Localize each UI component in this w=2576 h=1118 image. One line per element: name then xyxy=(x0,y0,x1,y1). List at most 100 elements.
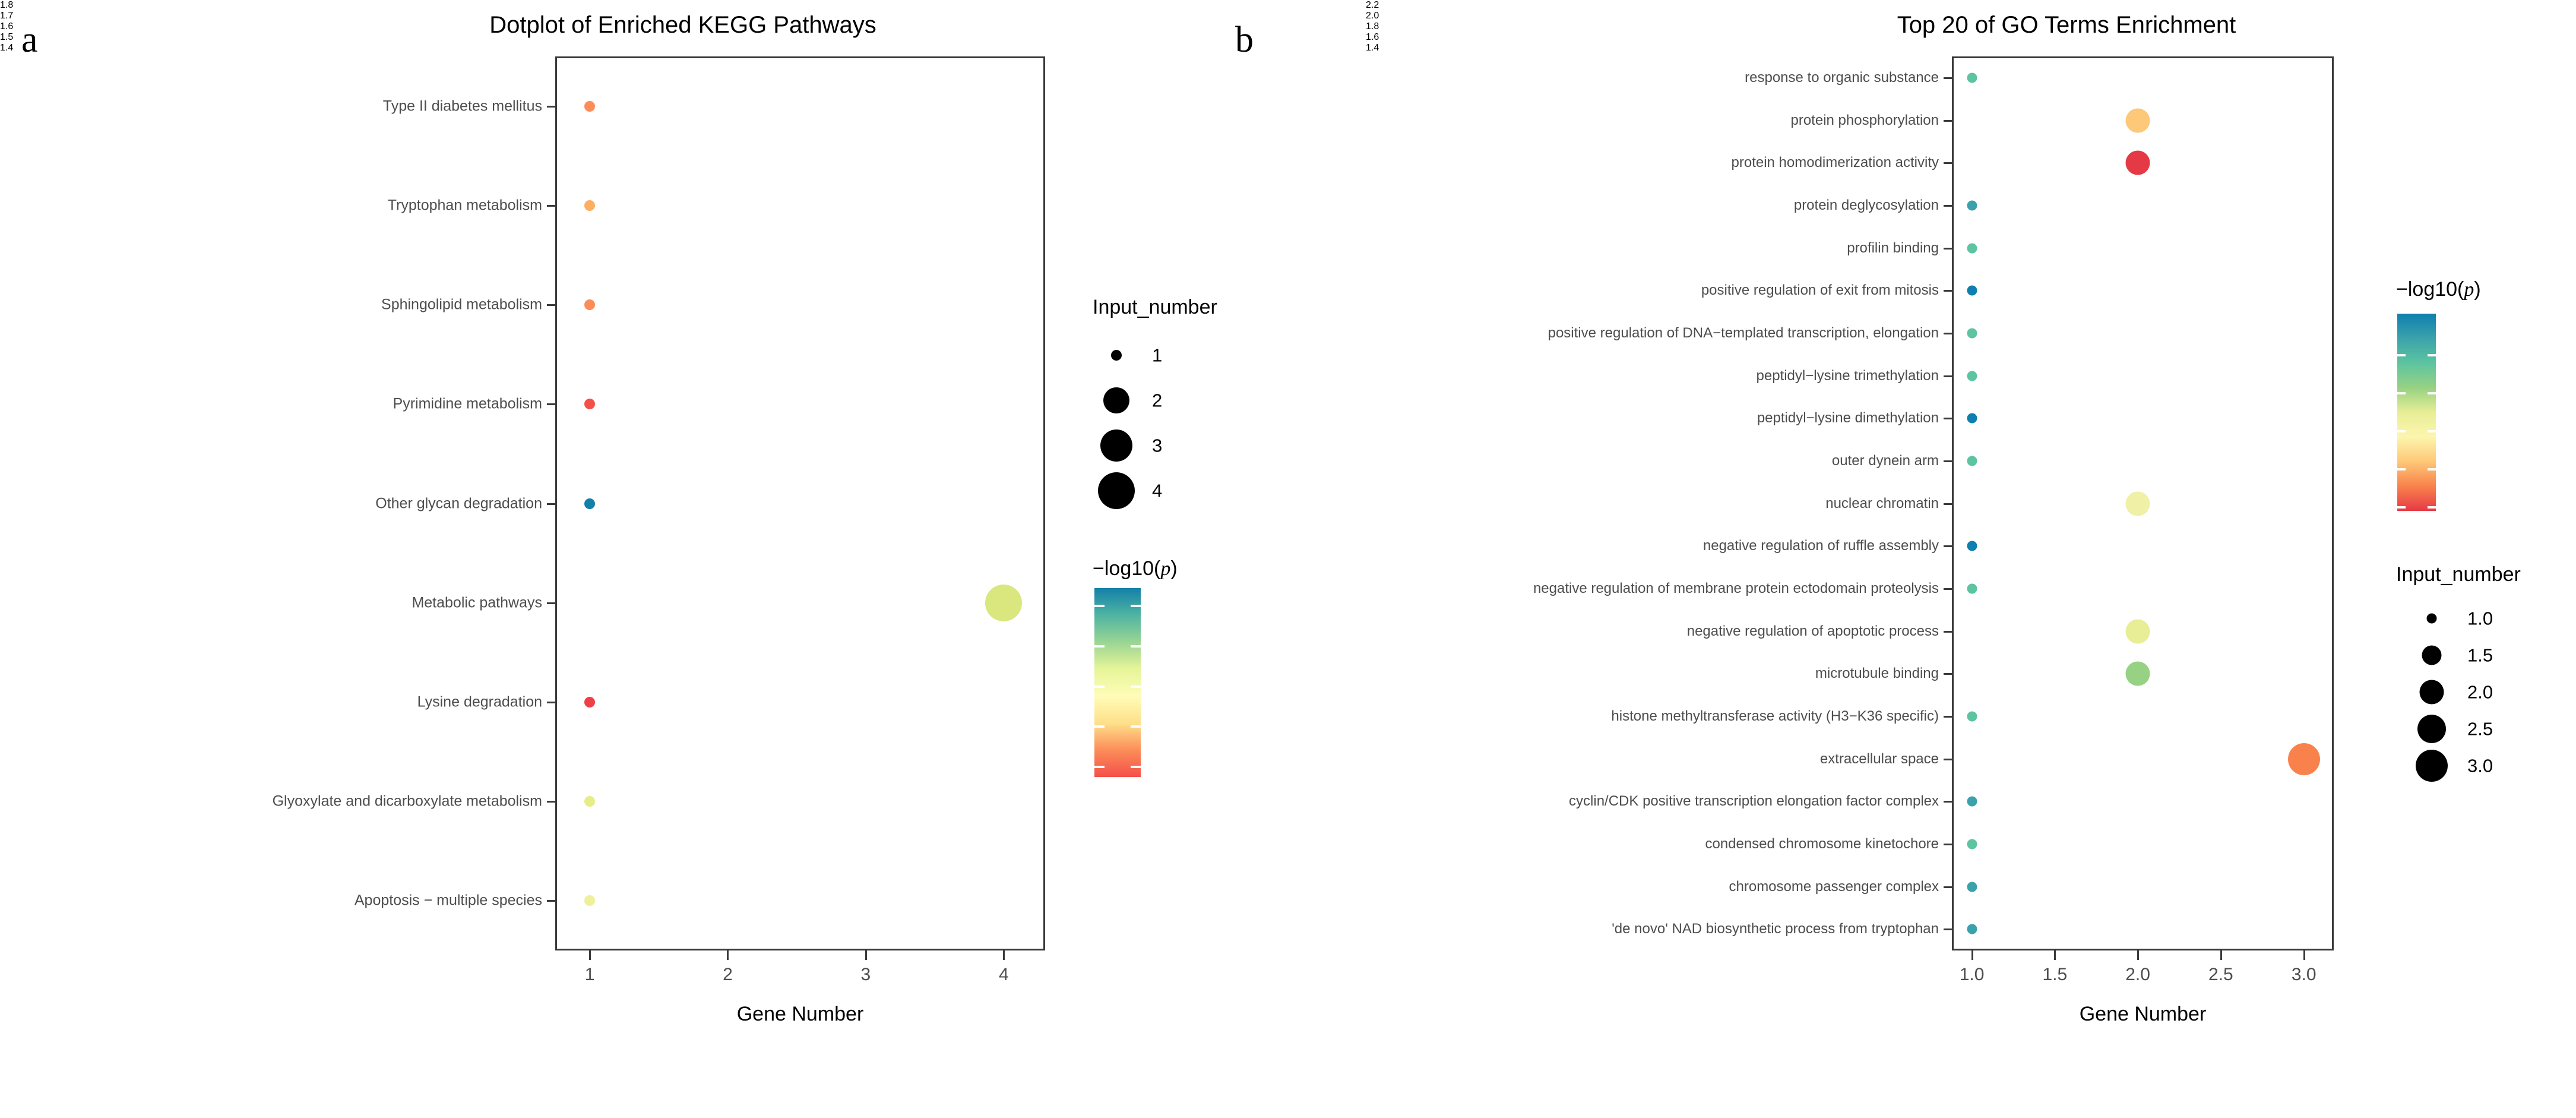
data-point xyxy=(584,100,596,112)
data-point xyxy=(2125,619,2150,643)
x-tick-mark xyxy=(2137,950,2140,960)
colorbar-tick xyxy=(2427,429,2436,432)
data-point xyxy=(584,299,596,311)
size-legend-swatch xyxy=(2419,680,2444,705)
colorbar-tick xyxy=(2427,392,2436,395)
data-point xyxy=(2125,661,2150,686)
y-tick-label: Other glycan degradation xyxy=(375,495,542,511)
size-legend-label: 1 xyxy=(1152,345,1163,366)
colorbar-label: 2.0 xyxy=(1366,11,1379,21)
size-legend-swatch xyxy=(1103,387,1129,413)
y-tick-mark xyxy=(1944,545,1952,548)
y-tick-mark xyxy=(1944,460,1952,462)
y-tick-label: Tryptophan metabolism xyxy=(387,197,542,214)
data-point xyxy=(1967,839,1977,849)
y-tick-label: negative regulation of apoptotic process xyxy=(1686,623,1939,639)
y-tick-label: response to organic substance xyxy=(1745,69,1939,86)
colorbar-label: 1.4 xyxy=(1366,43,1379,53)
colorbar-tick xyxy=(1094,605,1105,608)
y-tick-label: Glyoxylate and dicarboxylate metabolism xyxy=(272,792,542,810)
y-tick-mark xyxy=(1944,928,1952,931)
size-legend-swatch xyxy=(2417,715,2446,743)
data-point xyxy=(1967,882,1977,892)
x-tick-label: 2.5 xyxy=(2208,965,2233,984)
y-tick-label: condensed chromosome kinetochore xyxy=(1705,835,1939,852)
x-tick-label: 4 xyxy=(998,965,1009,984)
data-point xyxy=(1967,285,1977,296)
colorbar-label: 1.7 xyxy=(0,11,14,21)
x-tick-mark xyxy=(2220,950,2222,960)
colorbar-tick xyxy=(2427,468,2436,470)
colorbar-tick xyxy=(1094,645,1105,648)
data-point xyxy=(1967,413,1977,424)
y-tick-mark xyxy=(1944,204,1952,207)
data-point xyxy=(584,498,596,509)
x-tick-label: 1 xyxy=(584,965,595,984)
data-point xyxy=(1967,583,1977,594)
x-tick-label: 1.0 xyxy=(1959,965,1985,984)
y-tick-mark xyxy=(1944,247,1952,250)
x-tick-mark xyxy=(1971,950,1973,960)
y-tick-label: protein phosphorylation xyxy=(1790,112,1939,128)
panel-b-color-legend-title: −log10(p) xyxy=(2396,279,2481,300)
panel-a-colorbar xyxy=(1094,588,1141,777)
data-point xyxy=(1967,243,1977,253)
y-tick-mark xyxy=(1944,503,1952,505)
y-tick-label: Pyrimidine metabolism xyxy=(393,395,542,412)
data-point xyxy=(1967,541,1977,551)
size-legend-label: 4 xyxy=(1152,480,1163,501)
data-point xyxy=(1967,924,1977,934)
panel-a-colorbar-gradient xyxy=(1094,588,1141,777)
y-tick-label: positive regulation of exit from mitosis xyxy=(1701,282,1939,299)
colorbar-label: 1.6 xyxy=(0,21,14,31)
size-legend-swatch xyxy=(2416,750,2448,782)
x-tick-mark xyxy=(865,950,867,960)
y-tick-mark xyxy=(1944,375,1952,377)
panel-a-title: Dotplot of Enriched KEGG Pathways xyxy=(489,12,876,38)
size-legend-label: 2 xyxy=(1152,390,1163,411)
colorbar-label: 1.8 xyxy=(1366,21,1379,31)
data-point xyxy=(1967,72,1977,83)
data-point xyxy=(584,399,596,410)
data-point xyxy=(1967,328,1977,339)
y-tick-mark xyxy=(1944,290,1952,292)
colorbar-tick xyxy=(1130,605,1141,608)
color-legend-suffix: ) xyxy=(1170,557,1178,580)
data-point xyxy=(584,200,596,211)
y-tick-mark xyxy=(547,602,555,604)
y-tick-mark xyxy=(1944,119,1952,122)
panel-b-x-axis-title: Gene Number xyxy=(2079,1003,2207,1025)
y-tick-label: peptidyl−lysine dimethylation xyxy=(1757,410,1939,427)
size-legend-label: 3.0 xyxy=(2467,755,2493,776)
y-tick-mark xyxy=(547,403,555,406)
panel-a-size-legend-title: Input_number xyxy=(1093,296,1217,318)
colorbar-label: 1.4 xyxy=(0,43,14,53)
x-tick-mark xyxy=(589,950,591,960)
y-tick-label: Metabolic pathways xyxy=(412,594,542,611)
colorbar-tick xyxy=(2427,506,2436,509)
y-tick-label: microtubule binding xyxy=(1815,665,1939,682)
y-tick-label: outer dynein arm xyxy=(1831,452,1939,469)
x-tick-mark xyxy=(727,950,729,960)
y-tick-mark xyxy=(547,204,555,207)
data-point xyxy=(2125,491,2150,516)
y-tick-label: positive regulation of DNA−templated tra… xyxy=(1548,324,1939,341)
y-tick-mark xyxy=(547,801,555,803)
color-legend-prefix: −log10( xyxy=(2396,278,2464,301)
y-tick-mark xyxy=(1944,886,1952,888)
colorbar-tick xyxy=(1130,766,1141,769)
y-tick-label: protein homodimerization activity xyxy=(1731,154,1939,171)
y-tick-mark xyxy=(547,900,555,902)
x-tick-mark xyxy=(2303,950,2305,960)
panel-a-color-legend-title: −log10(p) xyxy=(1093,558,1178,579)
y-tick-label: peptidyl−lysine trimethylation xyxy=(1756,367,1939,384)
y-tick-mark xyxy=(547,503,555,505)
panel-b-colorbar-gradient xyxy=(2397,314,2436,511)
y-tick-mark xyxy=(1944,418,1952,420)
colorbar-label: 1.6 xyxy=(1366,32,1379,42)
x-tick-label: 3 xyxy=(860,965,871,984)
colorbar-tick xyxy=(2397,354,2406,357)
